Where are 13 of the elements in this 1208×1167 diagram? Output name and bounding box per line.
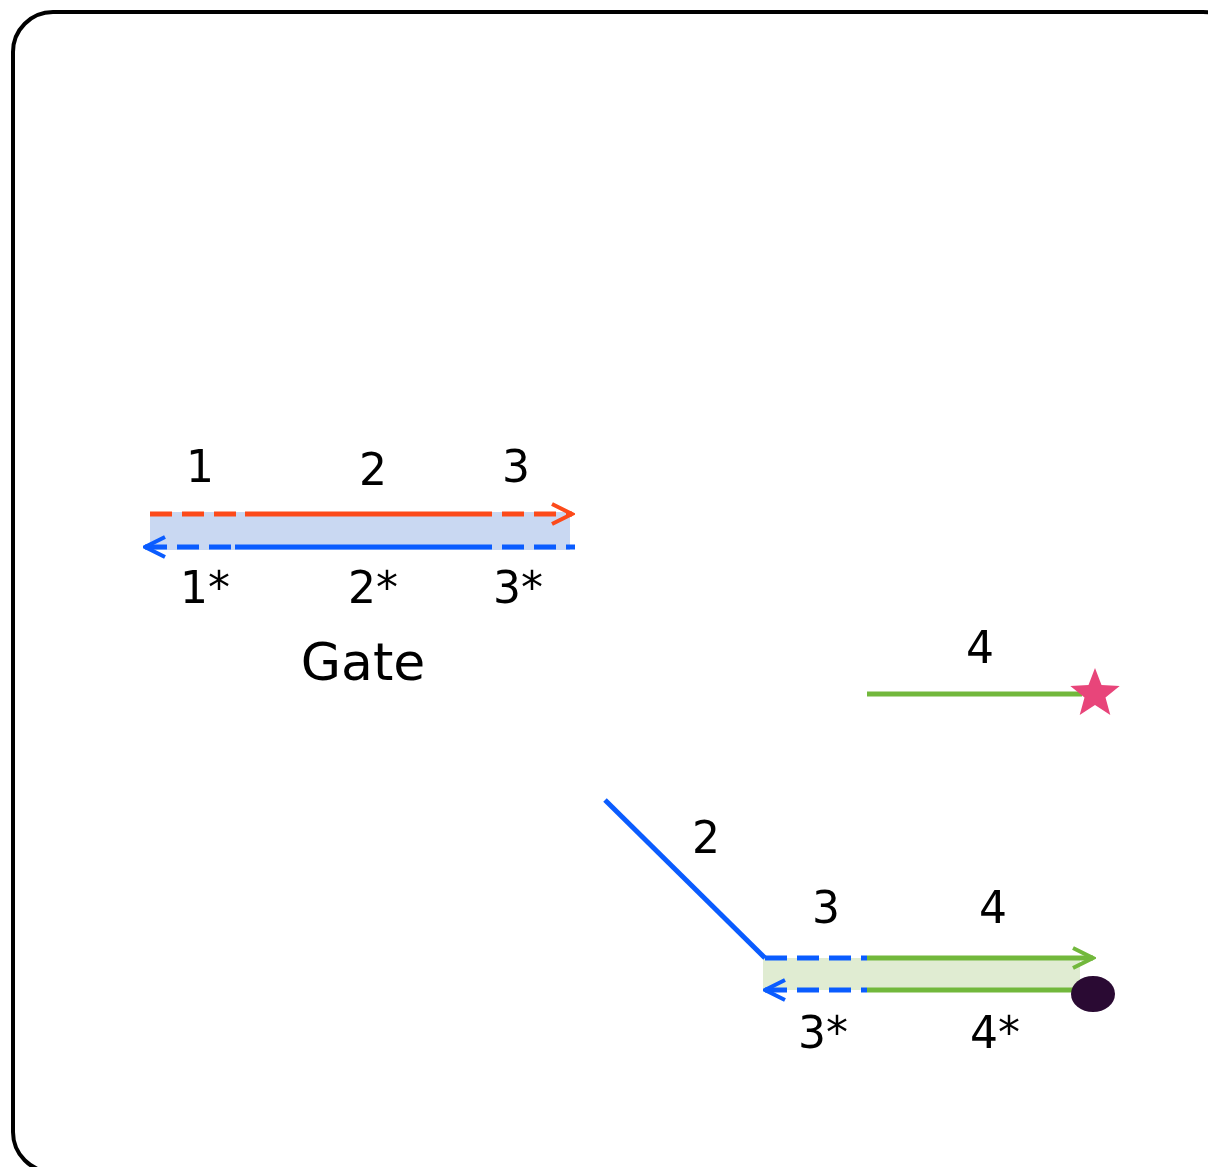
domain-label: 2 (692, 816, 720, 860)
complex-label: Gate (300, 636, 426, 688)
domain-label: 2 (359, 448, 387, 492)
domain-label: 3 (812, 886, 840, 930)
domain-label: 3* (493, 566, 543, 610)
domain-label: 4 (979, 886, 1007, 930)
domain-label: 1* (180, 566, 230, 610)
domain-label: 4* (970, 1011, 1020, 1055)
domain-label: 3 (502, 445, 530, 489)
domain-label: 4 (966, 626, 994, 670)
domain-label: 2* (348, 566, 398, 610)
domain-label: 1 (186, 445, 214, 489)
domain-label: 3* (798, 1011, 848, 1055)
